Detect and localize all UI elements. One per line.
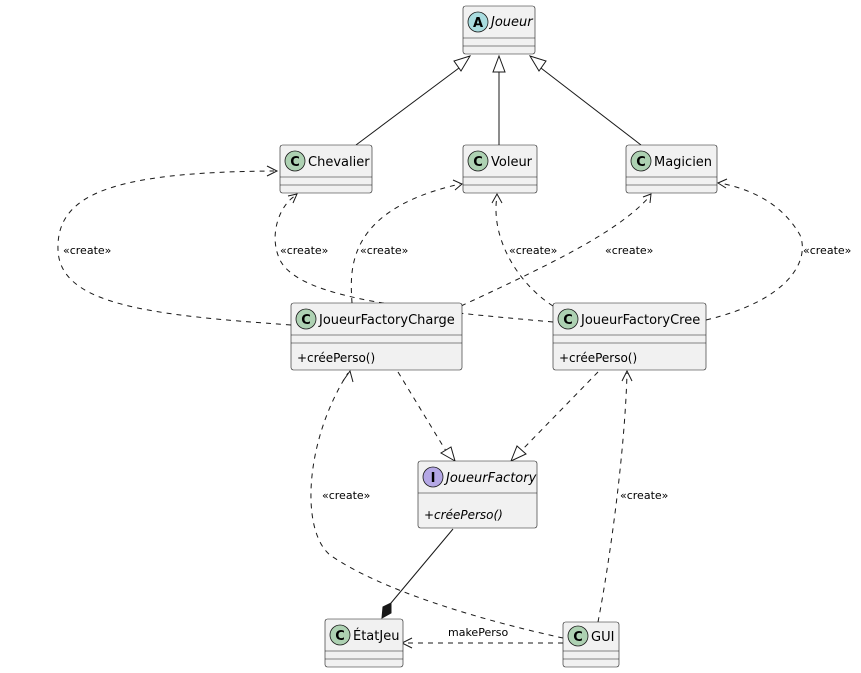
- label-create-7: «create»: [322, 489, 370, 502]
- label-create-2: «create»: [280, 244, 328, 257]
- svg-text:I: I: [431, 471, 436, 486]
- edge-cree-create-chevalier: «create»: [274, 193, 554, 323]
- abstract-badge-icon: [467, 11, 489, 33]
- class-badge-icon: [284, 150, 306, 172]
- method-cree-perso: +créePerso(): [424, 508, 503, 522]
- class-name: Chevalier: [308, 155, 370, 170]
- realization-charge-joueurfactory: [397, 371, 456, 463]
- class-name: JoueurFactoryCharge: [318, 313, 455, 328]
- realization-cree-joueurfactory: [510, 371, 599, 462]
- inheritance-chevalier-joueur: [355, 55, 472, 146]
- class-etat-jeu[interactable]: C ÉtatJeu: [324, 618, 404, 668]
- edge-cree-create-voleur: «create»: [491, 192, 557, 307]
- method-cree-perso: +créePerso(): [297, 351, 375, 365]
- class-joueur[interactable]: A Joueur: [462, 5, 536, 55]
- svg-text:C: C: [563, 313, 573, 328]
- class-name: Joueur: [488, 15, 534, 30]
- svg-text:C: C: [301, 313, 311, 328]
- class-name: JoueurFactory: [443, 471, 537, 486]
- edge-charge-create-magicien: «create»: [460, 193, 653, 307]
- class-magicien[interactable]: C Magicien: [625, 144, 718, 194]
- label-create-6: «create»: [803, 244, 851, 257]
- class-badge-icon: [467, 150, 489, 172]
- label-create-4: «create»: [509, 244, 557, 257]
- svg-text:A: A: [473, 16, 483, 31]
- edge-charge-create-voleur: «create»: [350, 179, 463, 304]
- svg-text:C: C: [290, 155, 300, 170]
- class-gui[interactable]: C GUI: [562, 621, 620, 668]
- edge-gui-makeperso-etatjeu: makePerso: [400, 626, 563, 649]
- svg-text:C: C: [636, 155, 646, 170]
- edge-gui-create-charge: «create»: [310, 369, 564, 639]
- class-joueur-factory-charge[interactable]: C JoueurFactoryCharge +créePerso(): [290, 302, 463, 371]
- class-name: Magicien: [654, 155, 712, 170]
- class-badge-icon: [567, 625, 589, 647]
- class-badge-icon: [557, 308, 579, 330]
- label-create-1: «create»: [63, 244, 111, 257]
- interface-badge-icon: [422, 466, 444, 488]
- class-name: JoueurFactoryCree: [580, 313, 700, 328]
- svg-text:C: C: [573, 630, 583, 645]
- method-cree-perso: +créePerso(): [559, 351, 637, 365]
- class-name: ÉtatJeu: [353, 628, 399, 644]
- label-create-8: «create»: [620, 489, 668, 502]
- edge-cree-create-magicien: «create»: [705, 178, 851, 321]
- class-badge-icon: [295, 308, 317, 330]
- class-joueur-factory-cree[interactable]: C JoueurFactoryCree +créePerso(): [552, 302, 707, 371]
- label-makeperso: makePerso: [448, 626, 508, 639]
- class-badge-icon: [329, 624, 351, 646]
- inheritance-magicien-joueur: [528, 55, 642, 146]
- label-create-5: «create»: [605, 244, 653, 257]
- composition-joueurfactory-etatjeu: [381, 528, 454, 619]
- inheritance-voleur-joueur: [492, 54, 506, 145]
- class-voleur[interactable]: C Voleur: [462, 144, 538, 194]
- class-name: Voleur: [491, 155, 533, 170]
- edge-gui-create-cree: «create»: [597, 369, 668, 623]
- class-chevalier[interactable]: C Chevalier: [279, 144, 373, 194]
- interface-joueur-factory[interactable]: I JoueurFactory +créePerso(): [417, 460, 538, 529]
- class-name: GUI: [591, 630, 614, 645]
- edge-charge-create-chevalier: «create»: [57, 165, 292, 326]
- label-create-3: «create»: [360, 244, 408, 257]
- svg-text:C: C: [335, 629, 345, 644]
- svg-text:C: C: [473, 155, 483, 170]
- class-badge-icon: [630, 150, 652, 172]
